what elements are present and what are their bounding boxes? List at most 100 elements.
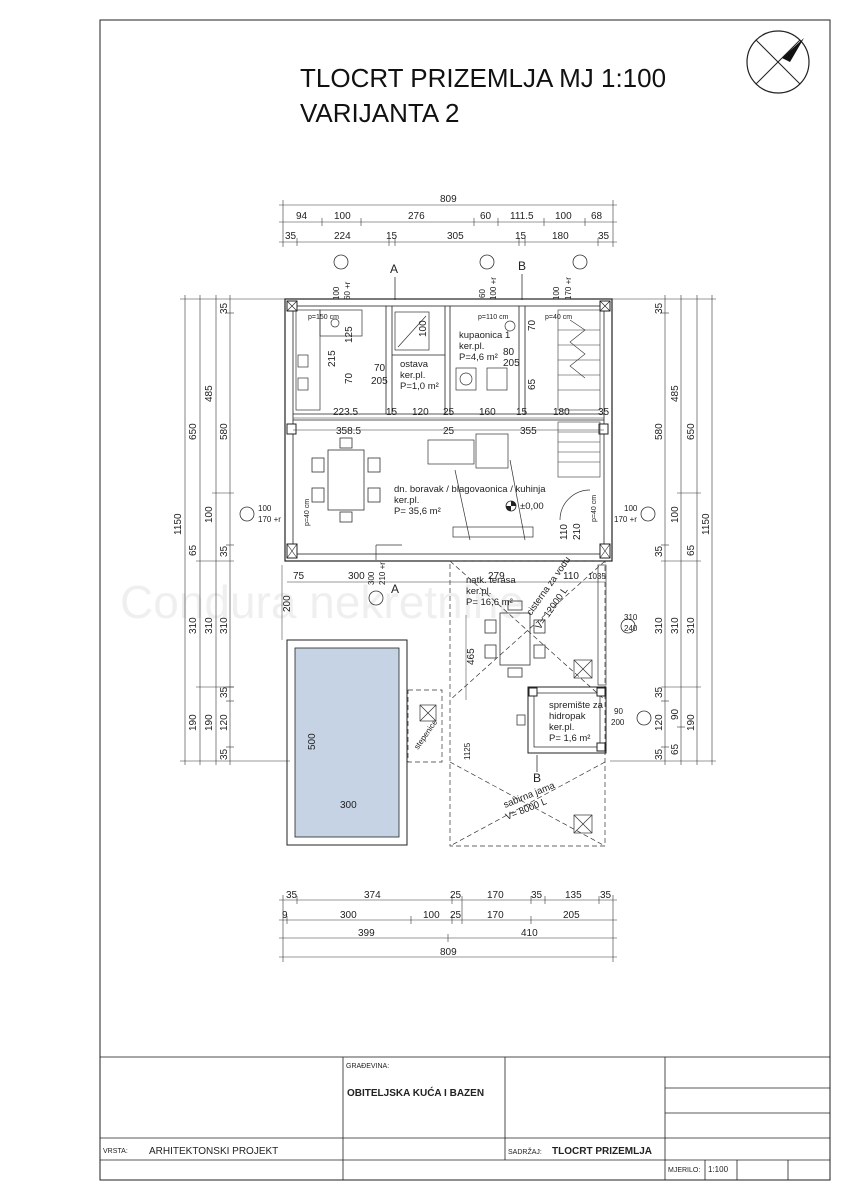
plan-title-line2: VARIJANTA 2 <box>300 98 459 128</box>
title-block <box>99 1056 831 1181</box>
level-marker-icon <box>505 500 517 512</box>
dim-right-total: 1150 <box>701 513 712 535</box>
wtag-r1: 100 <box>624 504 638 513</box>
dim-bot-r2-1: 300 <box>340 910 357 921</box>
dim-top-r3-1: 224 <box>334 231 351 242</box>
dim-right-c3-4: 65 <box>670 743 681 755</box>
sill-3: p=40 cm <box>545 314 572 321</box>
north-arrow-icon <box>746 30 810 94</box>
terrace-outline <box>407 560 606 847</box>
dim-top-r3-4: 15 <box>515 231 527 242</box>
dim-right-c3-2: 310 <box>670 617 681 634</box>
sill-5: p=40 cm <box>591 495 598 522</box>
inner-dim-6: 15 <box>516 407 528 418</box>
tb-sadrzaj: TLOCRT PRIZEMLJA <box>552 1146 652 1157</box>
dining-table <box>311 437 381 523</box>
building-columns <box>286 300 611 559</box>
dim-top-r3-2: 15 <box>386 231 398 242</box>
section-b-top: B <box>518 259 526 273</box>
dim-right-c2-3: 190 <box>686 714 697 731</box>
door-1b: 205 <box>371 376 388 387</box>
lower-dim-20: 279 <box>488 571 505 582</box>
dim-left-c3-3: 190 <box>204 714 215 731</box>
room-kupaonica-name: kupaonica 1 <box>459 330 510 341</box>
dim-bot-r1-3: 170 <box>487 890 504 901</box>
dim-bot-r3-0: 399 <box>358 928 375 939</box>
lower-dim-18: 75 <box>293 571 305 582</box>
room-terasa-area: P= 16,6 m² <box>466 597 513 608</box>
wtag-t1b: 60 +r <box>343 281 352 300</box>
room-spremiste-name1: spremište za <box>549 700 604 711</box>
room-dnevni-floor: ker.pl. <box>394 495 419 506</box>
dimensions-bottom <box>279 895 617 962</box>
dim-right-c3-3: 90 <box>670 708 681 720</box>
room-dnevni-name: dn. boravak / blagovaonica / kuhinja <box>394 484 546 495</box>
dim-top-r2-0: 94 <box>296 211 308 222</box>
dim-right-c3-1: 100 <box>670 506 681 523</box>
room-dnevni-area: P= 35,6 m² <box>394 506 441 517</box>
dim-bot-r2-4: 170 <box>487 910 504 921</box>
dim-top-r2-5: 100 <box>555 211 572 222</box>
wtag-l1b: 170 +r <box>258 515 281 524</box>
dim-right-c4-5: 120 <box>654 714 665 731</box>
lower-dim-24: 465 <box>466 648 477 665</box>
inner-dim-7: 180 <box>553 407 570 418</box>
inner-dim-13: 125 <box>344 326 355 343</box>
lower-dim-19: 300 <box>348 571 365 582</box>
wtag-t3: 100 <box>552 286 561 300</box>
dim-left-c4-4: 35 <box>219 686 230 698</box>
dim-left-c3-1: 100 <box>204 506 215 523</box>
stairs-label: stepenice <box>412 717 439 751</box>
dim-top-r3-3: 305 <box>447 231 464 242</box>
dim-left-total: 1150 <box>173 513 184 535</box>
wtag-t1: 100 <box>332 286 341 300</box>
staircase <box>557 309 601 478</box>
dim-top-r3-0: 35 <box>285 231 297 242</box>
dim-left-c4-3: 310 <box>219 617 230 634</box>
inner-dim-15: 100 <box>418 320 429 337</box>
lower-dimension-lines <box>281 565 605 700</box>
door-2: 80 <box>503 347 515 358</box>
inner-dim-28: 210 <box>572 523 583 540</box>
inner-dim-8: 35 <box>598 407 610 418</box>
tb-sadrzaj-label: SADRŽAJ: <box>508 1147 542 1156</box>
dim-top-r2-2: 276 <box>408 211 425 222</box>
room-spremiste-name2: hidropak <box>549 711 586 722</box>
inner-dim-17: 65 <box>527 378 538 390</box>
dimensions-left <box>180 295 290 765</box>
dim-top-total: 809 <box>440 194 457 205</box>
wtag-r2b: 240 <box>624 624 638 633</box>
dim-top-r2-4: 111.5 <box>510 211 534 222</box>
watermark: Condura nekretnine <box>120 576 524 628</box>
dim-left-c2-2: 310 <box>188 617 199 634</box>
section-b-bottom: B <box>533 771 541 785</box>
wtag-t3b: 170 +r <box>564 277 573 300</box>
dimensions-right <box>610 295 716 765</box>
lower-dim-22: 1035 <box>588 572 606 581</box>
dim-bot-r1-4: 35 <box>531 890 543 901</box>
inner-dim-5: 160 <box>479 407 496 418</box>
sill-4: p=40 cm <box>304 499 311 526</box>
pool <box>286 639 408 846</box>
room-kupaonica-floor: ker.pl. <box>459 341 484 352</box>
tb-vrsta-label: VRSTA: <box>103 1148 128 1155</box>
dimensions-top <box>279 200 617 247</box>
dim-bot-r1-5: 135 <box>565 890 582 901</box>
dim-top-r2-6: 68 <box>591 211 603 222</box>
inner-dim-27: 110 <box>559 524 570 540</box>
dim-top-r3-6: 35 <box>598 231 610 242</box>
inner-dimension-lines <box>293 417 604 431</box>
level-label: ±0,00 <box>520 501 544 512</box>
door-1: 70 <box>374 363 386 374</box>
dim-top-r3-5: 180 <box>552 231 569 242</box>
wtag-r2: 310 <box>624 613 638 622</box>
dim-bot-r1-6: 35 <box>600 890 612 901</box>
dim-right-c4-1: 580 <box>654 423 665 440</box>
dim-right-c2-1: 65 <box>686 544 697 556</box>
dim-left-c4-2: 35 <box>219 545 230 557</box>
dim-left-c3-2: 310 <box>204 617 215 634</box>
dim-bot-r2-3: 25 <box>450 910 462 921</box>
wtag-l1: 100 <box>258 504 272 513</box>
room-ostava-area: P=1,0 m² <box>400 381 439 392</box>
dim-right-c4-3: 310 <box>654 617 665 634</box>
